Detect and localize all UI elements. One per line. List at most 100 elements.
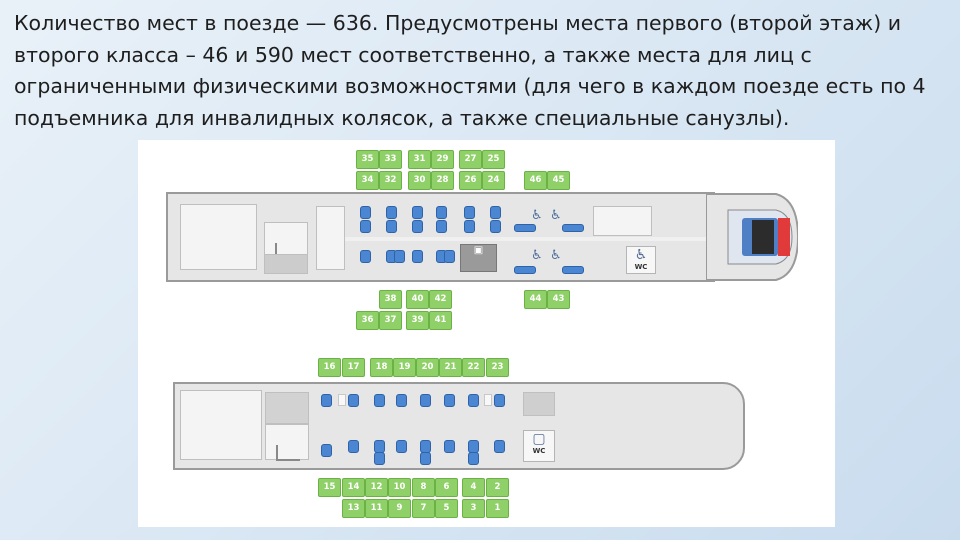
wheelchair-icon: ♿ xyxy=(531,248,543,263)
seat-label[interactable]: 12 xyxy=(365,478,388,497)
seat[interactable] xyxy=(444,394,455,407)
vestibule-room xyxy=(180,204,257,270)
seat-label[interactable]: 38 xyxy=(379,290,402,309)
seat[interactable] xyxy=(494,440,505,453)
seat-label[interactable]: 35 xyxy=(356,150,379,169)
seat[interactable] xyxy=(468,452,479,465)
seat-label[interactable]: 33 xyxy=(379,150,402,169)
seat[interactable] xyxy=(412,250,423,263)
compartment-room xyxy=(593,206,652,236)
wc-label: WC xyxy=(634,263,648,271)
seat[interactable] xyxy=(360,250,371,263)
seat-label[interactable]: 16 xyxy=(318,358,341,377)
seat-label[interactable]: 5 xyxy=(435,499,458,518)
seat-label[interactable]: 13 xyxy=(342,499,365,518)
seat[interactable] xyxy=(514,224,536,232)
seat[interactable] xyxy=(468,394,479,407)
seat[interactable] xyxy=(321,394,332,407)
train-nose xyxy=(706,193,798,281)
seat-label[interactable]: 44 xyxy=(524,290,547,309)
seat-label[interactable]: 2 xyxy=(486,478,509,497)
stairs-area xyxy=(264,222,308,259)
seat[interactable] xyxy=(444,250,455,263)
seat-label[interactable]: 9 xyxy=(388,499,411,518)
stairs-icon xyxy=(276,445,300,461)
seat[interactable] xyxy=(348,440,359,453)
seat-label[interactable]: 4 xyxy=(462,478,485,497)
seat-label[interactable]: 15 xyxy=(318,478,341,497)
seat-label[interactable]: 41 xyxy=(429,311,452,330)
seat[interactable] xyxy=(420,452,431,465)
seat-label[interactable]: 18 xyxy=(370,358,393,377)
seat-label[interactable]: 10 xyxy=(388,478,411,497)
seat-label[interactable]: 39 xyxy=(406,311,429,330)
toilet-room: ♿ WC xyxy=(626,246,656,274)
seat-label[interactable]: 27 xyxy=(459,150,482,169)
seat-label[interactable]: 45 xyxy=(547,171,570,190)
seat-label[interactable]: 26 xyxy=(459,171,482,190)
seat-label[interactable]: 17 xyxy=(342,358,365,377)
seat-label[interactable]: 46 xyxy=(524,171,547,190)
seat[interactable] xyxy=(494,394,505,407)
seat-label[interactable]: 24 xyxy=(482,171,505,190)
seat-label[interactable]: 42 xyxy=(429,290,452,309)
seat[interactable] xyxy=(420,394,431,407)
seat[interactable] xyxy=(562,266,584,274)
seat-label[interactable]: 34 xyxy=(356,171,379,190)
aisle xyxy=(318,237,708,241)
seat-label[interactable]: 30 xyxy=(408,171,431,190)
seat[interactable] xyxy=(412,220,423,233)
wc-label: WC xyxy=(532,447,546,455)
seat[interactable] xyxy=(396,394,407,407)
seat-label[interactable]: 29 xyxy=(431,150,454,169)
seat[interactable] xyxy=(464,220,475,233)
seat[interactable] xyxy=(464,206,475,219)
seat[interactable] xyxy=(436,206,447,219)
seat-label[interactable]: 7 xyxy=(412,499,435,518)
seat[interactable] xyxy=(490,220,501,233)
seat-label[interactable]: 8 xyxy=(412,478,435,497)
seat-label[interactable]: 3 xyxy=(462,499,485,518)
seat-label[interactable]: 19 xyxy=(393,358,416,377)
slide-text: Количество мест в поезде — 636. Предусмо… xyxy=(14,11,926,130)
seat[interactable] xyxy=(348,394,359,407)
seat[interactable] xyxy=(396,440,407,453)
seat-label[interactable]: 22 xyxy=(462,358,485,377)
seat-label[interactable]: 31 xyxy=(408,150,431,169)
seating-scheme: 35 33 31 29 27 25 34 32 30 28 26 24 46 4… xyxy=(138,140,835,527)
seat[interactable] xyxy=(562,224,584,232)
seat-label[interactable]: 20 xyxy=(416,358,439,377)
service-room xyxy=(523,392,555,416)
seat-label[interactable]: 1 xyxy=(486,499,509,518)
seat[interactable] xyxy=(436,220,447,233)
seat-label[interactable]: 6 xyxy=(435,478,458,497)
toilet-room: ▢ WC xyxy=(523,430,555,462)
seat-label[interactable]: 23 xyxy=(486,358,509,377)
seat-label[interactable]: 14 xyxy=(342,478,365,497)
service-room xyxy=(264,254,308,274)
seat[interactable] xyxy=(394,250,405,263)
seat[interactable] xyxy=(360,206,371,219)
seat-label[interactable]: 43 xyxy=(547,290,570,309)
service-room xyxy=(265,392,309,424)
seat-label[interactable]: 28 xyxy=(431,171,454,190)
seat[interactable] xyxy=(490,206,501,219)
wheelchair-icon: ♿ xyxy=(550,208,562,223)
seat[interactable] xyxy=(374,394,385,407)
seat-label[interactable]: 37 xyxy=(379,311,402,330)
seat-label[interactable]: 40 xyxy=(406,290,429,309)
seat-label[interactable]: 25 xyxy=(482,150,505,169)
seat[interactable] xyxy=(386,220,397,233)
seat[interactable] xyxy=(374,452,385,465)
wheelchair-icon: ♿ xyxy=(550,248,562,263)
seat-label[interactable]: 11 xyxy=(365,499,388,518)
seat[interactable] xyxy=(444,440,455,453)
seat[interactable] xyxy=(412,206,423,219)
seat-label[interactable]: 32 xyxy=(379,171,402,190)
seat[interactable] xyxy=(386,206,397,219)
seat-label[interactable]: 36 xyxy=(356,311,379,330)
seat[interactable] xyxy=(514,266,536,274)
seat[interactable] xyxy=(360,220,371,233)
seat[interactable] xyxy=(321,444,332,457)
seat-label[interactable]: 21 xyxy=(439,358,462,377)
